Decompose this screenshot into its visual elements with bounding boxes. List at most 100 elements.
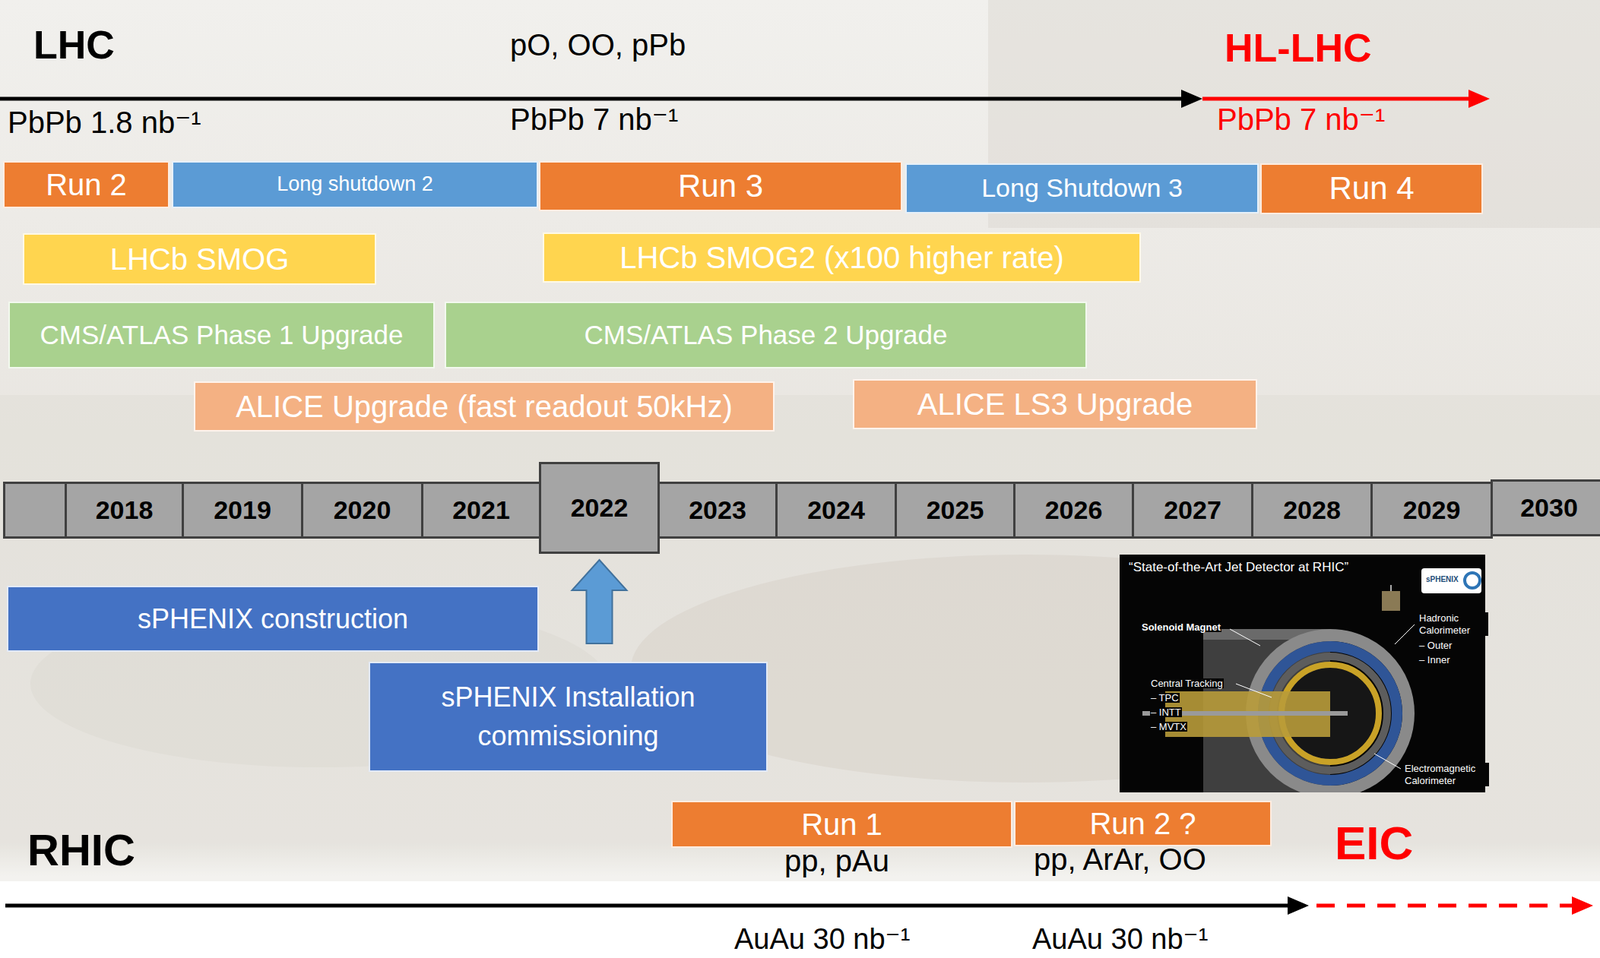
part-label: Solenoid Magnet xyxy=(1140,622,1222,633)
upgrade-bar: ALICE Upgrade (fast readout 50kHz) xyxy=(193,381,775,432)
species-note: pO, OO, pPb xyxy=(510,29,686,61)
year-label: 2020 xyxy=(333,495,392,526)
leader-line xyxy=(1235,684,1272,698)
year-cell: 2022 xyxy=(538,462,660,555)
collider-name: HL-LHC xyxy=(1224,28,1372,68)
logo-plate xyxy=(1421,568,1482,594)
upgrade-bar: CMS/ATLAS Phase 1 Upgrade xyxy=(8,301,435,369)
collider-name: LHC xyxy=(33,25,115,65)
year-cell: 2023 xyxy=(657,481,778,539)
species-note: pp, ArAr, OO xyxy=(1033,844,1207,875)
bar-label: Run 2 ? xyxy=(1089,806,1196,842)
leader-line xyxy=(1394,624,1415,645)
program-bar: LHCb SMOG xyxy=(22,233,377,286)
shutdown-bar: Long shutdown 2 xyxy=(171,161,539,209)
collider-name: RHIC xyxy=(27,828,136,873)
year-label: 2030 xyxy=(1520,493,1578,523)
bar-label: ALICE Upgrade (fast readout 50kHz) xyxy=(235,389,733,425)
crane-cable xyxy=(1390,585,1392,592)
timeline-arrowhead xyxy=(1571,896,1594,916)
year-label: 2019 xyxy=(213,495,272,526)
year-label: 2028 xyxy=(1283,495,1341,526)
part-label: Electromagnetic Calorimeter xyxy=(1403,763,1490,787)
leader-line xyxy=(1229,629,1261,647)
shutdown-bar: Long Shutdown 3 xyxy=(905,163,1259,214)
bar-label: sPHENIX construction xyxy=(137,603,409,635)
upgrade-bar: ALICE LS3 Upgrade xyxy=(852,379,1258,430)
bar-label: CMS/ATLAS Phase 1 Upgrade xyxy=(40,320,404,351)
tunnel-floor xyxy=(0,395,1600,882)
run-bar: Run 3 xyxy=(538,161,903,212)
bar-label: sPHENIX Installation commissioning xyxy=(379,678,758,756)
year-cell-blank xyxy=(3,481,67,539)
year-cell: 2029 xyxy=(1370,481,1493,539)
luminosity-note: AuAu 30 nb⁻¹ xyxy=(1032,925,1208,954)
year-label: 2029 xyxy=(1403,495,1461,526)
year-label: 2022 xyxy=(570,493,629,523)
luminosity-note: PbPb 7 nb⁻¹ xyxy=(510,104,679,135)
year-label: 2025 xyxy=(926,495,985,526)
year-cell: 2018 xyxy=(64,481,184,539)
leader-line xyxy=(1374,754,1401,770)
installation-box: sPHENIX Installation commissioning xyxy=(368,662,768,773)
part-label: – INTT xyxy=(1150,707,1182,718)
year-label: 2018 xyxy=(95,495,154,526)
image-ground xyxy=(1119,554,1486,793)
timeline-line xyxy=(1202,97,1474,102)
year-cell: 2024 xyxy=(775,481,897,539)
bar-label: LHCb SMOG xyxy=(110,241,290,277)
year-cell: 2025 xyxy=(894,481,1016,539)
timeline-line xyxy=(0,97,1186,102)
timeline-arrowhead xyxy=(1287,896,1309,916)
construction-bar: sPHENIX construction xyxy=(6,586,539,653)
part-label: Hadronic Calorimeter xyxy=(1418,612,1489,637)
part-label: – Inner xyxy=(1418,655,1451,666)
species-note: pp, pAu xyxy=(784,845,890,877)
bar-label: Run 2 xyxy=(45,167,127,203)
crane-block xyxy=(1381,591,1401,612)
program-bar: LHCb SMOG2 (x100 higher rate) xyxy=(542,232,1141,283)
luminosity-note: PbPb 1.8 nb⁻¹ xyxy=(7,107,202,138)
upgrade-bar: CMS/ATLAS Phase 2 Upgrade xyxy=(444,301,1087,369)
image-title: “State-of-the-Art Jet Detector at RHIC” xyxy=(1127,560,1350,574)
luminosity-note: AuAu 30 nb⁻¹ xyxy=(734,925,910,954)
year-label: 2023 xyxy=(688,495,747,526)
bar-label: Run 3 xyxy=(678,167,764,205)
run-bar: Run 4 xyxy=(1260,163,1483,215)
year-cell: 2026 xyxy=(1013,481,1135,539)
year-cell: 2019 xyxy=(181,481,304,539)
timeline-dashed-line xyxy=(1316,904,1575,909)
logo-ring xyxy=(1464,573,1480,589)
part-label: – MVTX xyxy=(1150,722,1188,732)
run-bar: Run 2 ? xyxy=(1013,801,1272,847)
collider-name: EIC xyxy=(1334,820,1414,868)
timeline-arrowhead xyxy=(1181,89,1203,108)
bar-label: LHCb SMOG2 (x100 higher rate) xyxy=(619,240,1065,276)
year-label: 2027 xyxy=(1163,495,1222,526)
bar-label: CMS/ATLAS Phase 2 Upgrade xyxy=(584,320,948,351)
block-arrow xyxy=(572,560,628,644)
year-label: 2021 xyxy=(452,495,511,526)
year-cell: 2021 xyxy=(421,481,542,539)
detector-image xyxy=(1119,554,1486,793)
bar-label: ALICE LS3 Upgrade xyxy=(917,386,1193,422)
part-label: Central Tracking xyxy=(1150,678,1224,689)
timeline-arrowhead xyxy=(1468,89,1490,108)
luminosity-note: PbPb 7 nb⁻¹ xyxy=(1216,104,1385,135)
bar-label: Long shutdown 2 xyxy=(276,172,434,197)
year-cell: 2030 xyxy=(1490,479,1600,537)
year-label: 2026 xyxy=(1045,495,1103,526)
run-bar: Run 2 xyxy=(3,161,170,209)
timeline-line xyxy=(5,904,1293,909)
run-bar: Run 1 xyxy=(671,801,1013,849)
year-cell: 2028 xyxy=(1251,481,1373,539)
year-cell: 2027 xyxy=(1131,481,1254,539)
part-label: – TPC xyxy=(1150,693,1180,704)
part-label: – Outer xyxy=(1418,640,1453,651)
logo-text: sPHENIX xyxy=(1425,576,1459,584)
year-cell: 2020 xyxy=(300,481,424,539)
year-label: 2024 xyxy=(807,495,865,526)
bar-label: Run 1 xyxy=(801,807,883,843)
